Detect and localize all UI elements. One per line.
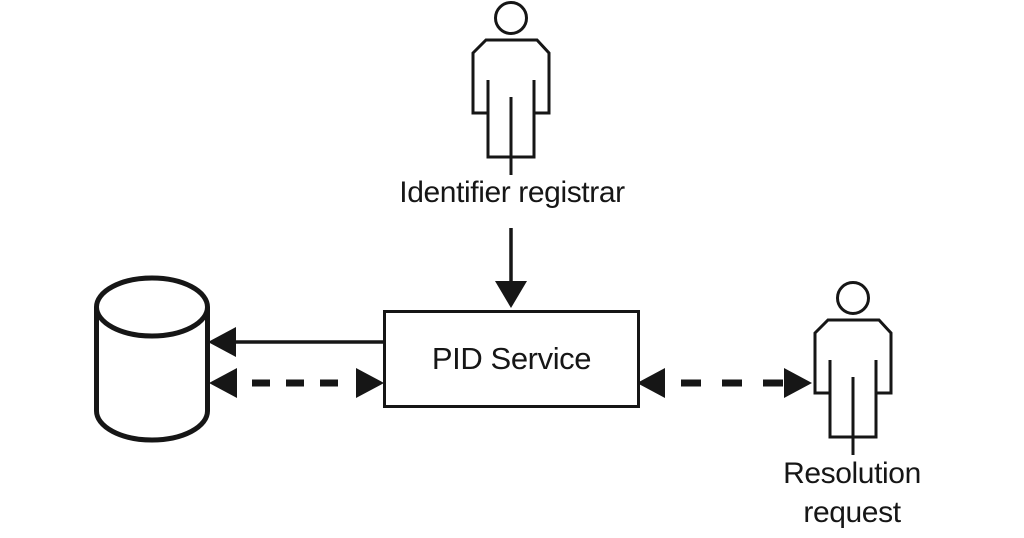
database-cylinder-top bbox=[94, 275, 210, 339]
database-cylinder-icon bbox=[94, 275, 210, 443]
arrowhead-left bbox=[208, 327, 236, 357]
identifier-registrar-person-icon bbox=[471, 1, 551, 177]
resolution-request-person-icon bbox=[813, 281, 893, 457]
resolution-request-label: Resolution request bbox=[783, 457, 921, 529]
arrowhead-left bbox=[637, 368, 665, 398]
registrar-to-pid-arrow bbox=[495, 228, 527, 308]
arrowhead-right bbox=[356, 368, 384, 398]
identifier-registrar-label: Identifier registrar bbox=[399, 176, 625, 209]
database-cylinder-body bbox=[94, 307, 210, 443]
pid-service-box: PID Service bbox=[383, 310, 640, 408]
arrowhead-left bbox=[209, 368, 237, 398]
arrowhead-right bbox=[784, 368, 812, 398]
pid-to-database-arrow bbox=[208, 327, 384, 357]
arrowhead-down bbox=[495, 281, 527, 308]
pid-requester-dashed-arrow bbox=[637, 368, 812, 398]
database-pid-dashed-arrow bbox=[209, 368, 384, 398]
pid-service-label: PID Service bbox=[431, 341, 592, 376]
